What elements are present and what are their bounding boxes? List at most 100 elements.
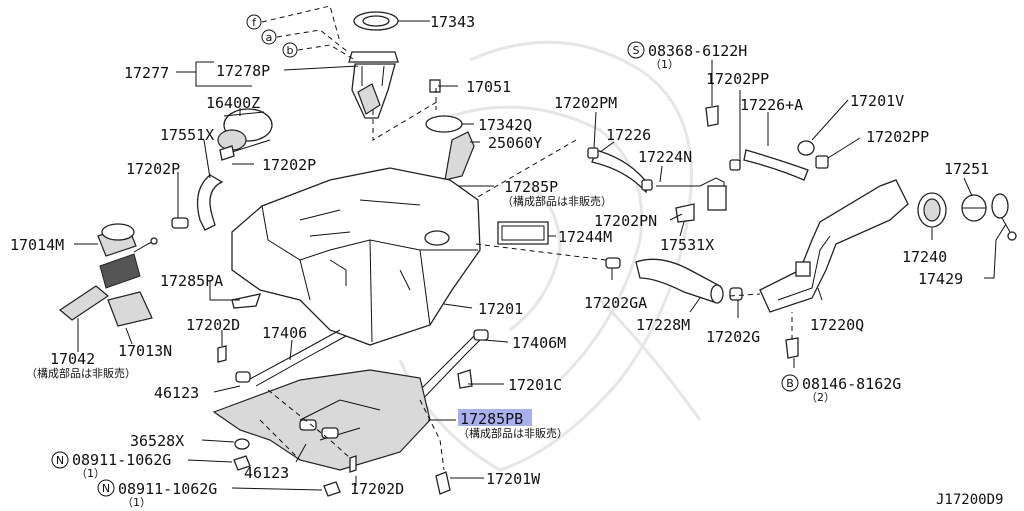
label-screw-qty: （1） <box>650 58 679 71</box>
label-17429: 17429 <box>918 270 963 288</box>
clip-17202d-shape <box>217 345 227 363</box>
svg-text:S: S <box>633 44 640 57</box>
note-17285pb: （構成部品は非販売） <box>458 426 568 440</box>
label-17226a: 17226+A <box>740 96 803 114</box>
fuel-pump-module <box>348 11 399 119</box>
marker-n-1 <box>51 451 69 469</box>
hose-17226a-shape <box>743 149 809 181</box>
filter-17244m-shape <box>497 221 549 245</box>
sub-filter-17014m-shape <box>97 223 141 289</box>
svg-text:f: f <box>252 16 257 29</box>
label-17531x: 17531X <box>660 236 714 254</box>
clip-17202p-mid-shape <box>219 145 235 161</box>
marker-s <box>627 41 645 59</box>
label-17220q: 17220Q <box>810 316 864 334</box>
grommet-36528x-shape <box>234 438 250 450</box>
nut-1-shape <box>233 455 251 471</box>
label-screw-code: 08368-6122H <box>648 42 747 60</box>
clip-17202ga-shape <box>605 257 621 269</box>
strap-17406m-shape <box>409 329 487 405</box>
label-36528x: 36528X <box>130 432 184 450</box>
hose-17228m-shape <box>635 258 721 303</box>
label-17342q: 17342Q <box>478 116 532 134</box>
label-bolt1-qty: （1） <box>76 467 105 480</box>
shield-17285pa-shape <box>231 293 261 309</box>
label-17013n: 17013N <box>118 342 172 360</box>
fuel-filter-shape <box>217 108 273 153</box>
label-17202pm: 17202PM <box>554 94 617 112</box>
label-bolt3-code: 08146-8162G <box>802 375 901 393</box>
label-17228m: 17228M <box>636 316 690 334</box>
marker-b-bolt <box>781 374 799 392</box>
watermark-emblem <box>398 40 702 472</box>
label-17551x: 17551X <box>160 126 214 144</box>
bolt-17201w-shape <box>435 471 451 495</box>
label-bolt1-code: 08911-1062G <box>72 451 171 469</box>
sender-25060y-shape <box>444 131 475 181</box>
label-17406: 17406 <box>262 324 307 342</box>
label-17202pn: 17202PN <box>594 212 657 230</box>
marker-a: a <box>261 29 277 45</box>
label-17202pp-right: 17202PP <box>866 128 929 146</box>
strap-17406-shape <box>247 329 347 387</box>
svg-text:N: N <box>102 482 110 495</box>
clip-17202g-shape <box>729 287 743 301</box>
label-17406m: 17406M <box>512 334 566 352</box>
filler-cap-parts <box>917 192 1017 241</box>
label-bolt2-code: 08911-1062G <box>118 480 217 498</box>
bolt-17201c-shape <box>457 369 473 389</box>
label-17201w: 17201W <box>486 470 541 488</box>
hose-17551x-shape <box>196 174 224 231</box>
label-17202g: 17202G <box>706 328 760 346</box>
label-17285p: 17285P <box>504 178 558 196</box>
label-17202d-bot: 17202D <box>350 480 404 498</box>
clip-17202pp-right-shape <box>815 155 829 169</box>
screw-08368-shape <box>705 105 719 127</box>
fuel-tank-17201-shape <box>231 167 481 346</box>
label-17202p-mid: 17202P <box>262 156 316 174</box>
label-17014m: 17014M <box>10 236 64 254</box>
marker-n-2 <box>97 479 115 497</box>
label-17202ga: 17202GA <box>584 294 647 312</box>
bracket-17042-shape <box>58 285 110 321</box>
marker-f: f <box>246 14 262 30</box>
clip-17202d-bot-shape <box>349 455 357 473</box>
filler-neck-17220q-shape <box>759 179 909 313</box>
highlight-17285pb <box>458 409 532 426</box>
valve-17201v-shape <box>797 140 815 156</box>
label-17343: 17343 <box>430 13 475 31</box>
o-ring-17342q-shape <box>425 115 463 133</box>
label-17202pp-top: 17202PP <box>706 70 769 88</box>
label-17201c: 17201C <box>508 376 562 394</box>
drawing-code: J17200D9 <box>936 492 1003 508</box>
label-17202d-top: 17202D <box>186 316 240 334</box>
label-bolt2-qty: （1） <box>122 496 151 509</box>
label-25060y: 25060Y <box>488 134 542 152</box>
label-17201: 17201 <box>478 300 523 318</box>
clip-17202pn-shape <box>641 179 653 191</box>
nut-2-shape <box>323 481 341 497</box>
clip-17202pm-shape <box>587 147 599 159</box>
clip-17531x-shape <box>675 203 695 223</box>
note-17042: （構成部品は非販売） <box>26 366 136 380</box>
clip-17202p-left-shape <box>171 217 189 229</box>
svg-text:b: b <box>287 44 294 57</box>
svg-text:N: N <box>56 454 64 467</box>
note-17285p: （構成部品は非販売） <box>502 194 612 208</box>
label-17051: 17051 <box>466 78 511 96</box>
svg-text:a: a <box>266 31 273 44</box>
leader-lines <box>74 20 1007 491</box>
label-16400z: 16400Z <box>206 94 260 112</box>
label-17285pb[interactable]: 17285PB <box>460 410 523 428</box>
label-17201v: 17201V <box>850 92 904 110</box>
label-17277: 17277 <box>124 64 169 82</box>
label-bolt3-qty: （2） <box>806 391 835 404</box>
bolt-08146-shape <box>785 337 799 359</box>
label-17226: 17226 <box>606 126 651 144</box>
label-17240: 17240 <box>902 248 947 266</box>
label-17202p-left: 17202P <box>126 160 180 178</box>
label-17244m: 17244M <box>558 228 612 246</box>
label-17224n: 17224N <box>638 148 692 166</box>
plate-17013n-shape <box>107 291 153 327</box>
